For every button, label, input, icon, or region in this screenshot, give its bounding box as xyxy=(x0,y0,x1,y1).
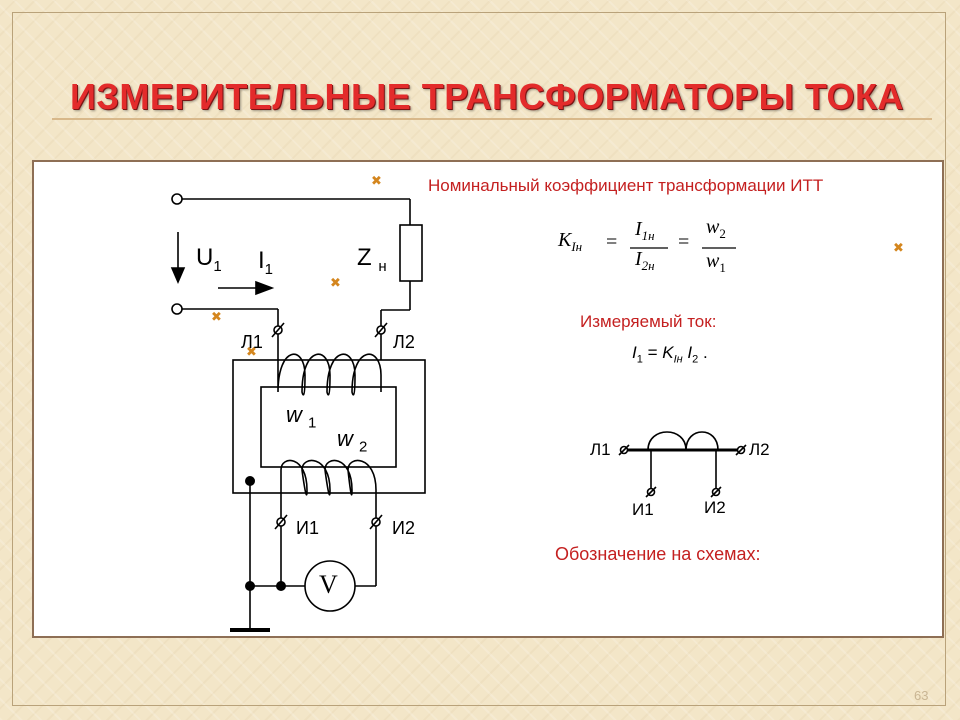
measured-current-formula: I1 = KIн I2 . xyxy=(632,343,708,366)
page-number: 63 xyxy=(914,688,929,703)
content-panel xyxy=(32,160,944,638)
w1-label: w 1 xyxy=(286,402,317,432)
ratio-numerator-w2: w2 xyxy=(706,216,726,241)
cross-mark-icon: ✖ xyxy=(371,174,382,189)
slide-title: ИЗМЕРИТЕЛЬНЫЕ ТРАНСФОРМАТОРЫ ТОКА xyxy=(70,76,904,117)
symbol-i2-label: И2 xyxy=(704,498,726,517)
terminal-i1-label: И1 xyxy=(296,518,319,538)
equals-sign: = xyxy=(678,231,690,253)
measured-current-heading: Измеряемый ток: xyxy=(580,312,717,331)
primary-winding-w1 xyxy=(277,353,382,396)
slide-frame xyxy=(12,12,946,706)
symbol-caption: Обозначение на схемах: xyxy=(555,544,761,564)
ct-schematic-symbol xyxy=(618,431,747,498)
cross-mark-icon: ✖ xyxy=(330,276,341,291)
terminal-l1-label: Л1 xyxy=(241,332,263,352)
cross-mark-icon: ✖ xyxy=(246,345,257,360)
symbol-i1-label: И1 xyxy=(632,500,654,519)
ratio-denominator-i2: I2н xyxy=(635,248,655,273)
current-arrow-icon xyxy=(255,280,275,296)
junction-dot xyxy=(245,581,255,591)
symbol-l1-label: Л1 xyxy=(590,440,611,459)
title-underline xyxy=(52,118,932,120)
load-label: Z н xyxy=(357,244,387,275)
cross-mark-icon: ✖ xyxy=(211,310,222,325)
input-terminal-top xyxy=(171,193,183,205)
voltmeter-label: V xyxy=(319,570,338,599)
secondary-winding-w2 xyxy=(280,459,377,510)
symbol-l2-label: Л2 xyxy=(749,440,770,459)
transformer-core-inner xyxy=(260,386,397,468)
terminal-i2-label: И2 xyxy=(392,518,415,538)
input-terminal-bottom xyxy=(171,303,183,315)
equals-sign: = xyxy=(606,231,618,253)
terminal-l2-label: Л2 xyxy=(393,332,415,352)
ratio-symbol: KIн xyxy=(558,229,583,254)
ratio-numerator-i1: I1н xyxy=(635,218,655,243)
cross-mark-icon: ✖ xyxy=(893,241,904,256)
junction-dot xyxy=(245,476,255,486)
junction-dot xyxy=(276,581,286,591)
w2-label: w 2 xyxy=(337,426,368,456)
ratio-denominator-w1: w1 xyxy=(706,250,726,275)
nominal-ratio-heading: Номинальный коэффициент трансформации ИТ… xyxy=(428,176,824,195)
voltage-arrow-icon xyxy=(170,267,186,285)
voltage-label: U1 xyxy=(196,244,222,275)
load-resistor-zn xyxy=(399,224,423,282)
current-label: I1 xyxy=(258,247,274,278)
